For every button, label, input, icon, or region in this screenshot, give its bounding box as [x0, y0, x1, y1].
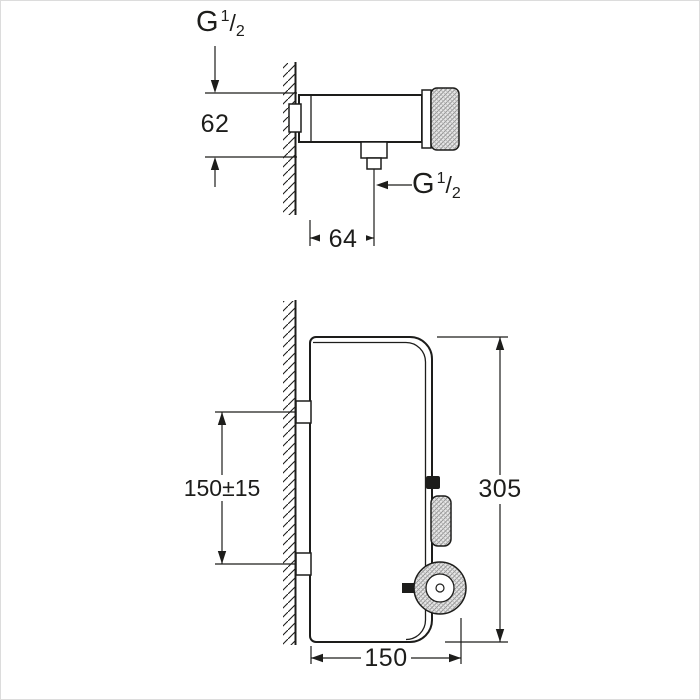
temperature-knob-icon: [430, 87, 460, 151]
smartcontrol-knob-icon: [430, 495, 452, 547]
thread-base: G: [412, 168, 435, 200]
dimension-label-150: 150: [361, 644, 411, 673]
faucet-body: [309, 336, 433, 643]
thread-numerator: 1: [436, 170, 446, 187]
dimension-label-305: 305: [473, 475, 527, 504]
body-inner-edge: [313, 341, 427, 641]
wall-hatching-icon: [283, 63, 295, 215]
thermostat-dial-center: [435, 583, 445, 593]
thread-slash: /: [229, 10, 236, 36]
thread-denominator: 2: [451, 185, 461, 202]
dimension-label-inlet-spacing: 150±15: [177, 475, 267, 502]
thread-denominator: 2: [235, 23, 245, 40]
thread-slash: /: [445, 172, 452, 198]
outlet-spout: [360, 141, 388, 159]
dimension-label-64: 64: [320, 225, 366, 254]
faucet-body: [298, 94, 423, 143]
outlet-nipple: [366, 157, 382, 170]
outlet-mark: [402, 583, 415, 593]
wall-union: [288, 103, 302, 133]
inlet-union-bottom: [295, 552, 312, 576]
dimension-lines: [205, 46, 412, 246]
function-indicator-mark: [426, 476, 440, 489]
knob-collar: [421, 89, 432, 149]
side-view: [205, 46, 460, 246]
thread-numerator: 1: [220, 8, 230, 25]
dimension-label-62: 62: [191, 110, 239, 139]
front-view: [215, 300, 508, 664]
wall-hatching-icon: [283, 301, 295, 645]
thread-base: G: [196, 6, 219, 38]
inlet-union-top: [295, 400, 312, 424]
